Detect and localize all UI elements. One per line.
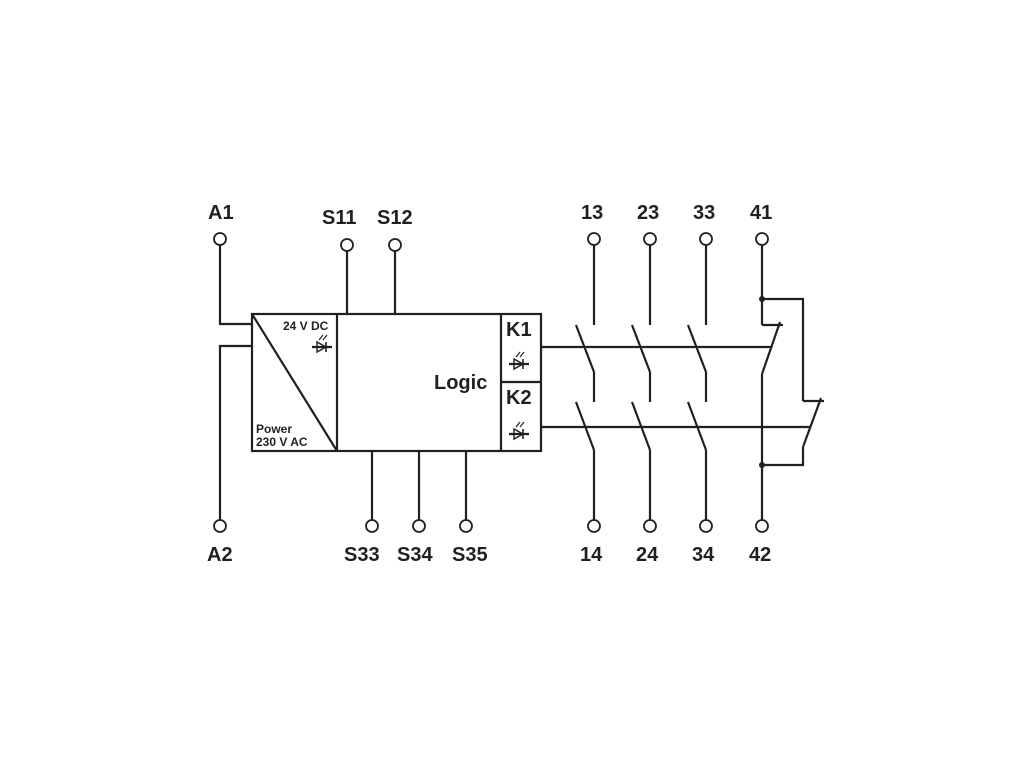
dc-voltage-label: 24 V DC <box>283 319 329 333</box>
ac-voltage-label: 230 V AC <box>256 435 308 449</box>
terminal-label-23: 23 <box>637 202 659 224</box>
terminal-label-41: 41 <box>750 202 772 224</box>
power-label: Power <box>256 422 292 436</box>
relay-label-k1: K1 <box>506 319 532 341</box>
terminal-s11 <box>340 238 354 252</box>
terminal-label-34: 34 <box>692 544 715 566</box>
terminal-label-42: 42 <box>749 544 771 566</box>
terminal-a1 <box>213 232 227 246</box>
terminal-label-14: 14 <box>580 544 603 566</box>
terminal-34 <box>699 519 713 533</box>
terminal-label-13: 13 <box>581 202 603 224</box>
terminal-label-s34: S34 <box>397 544 433 566</box>
terminal-33 <box>699 232 713 246</box>
terminal-s34 <box>412 519 426 533</box>
terminal-label-s12: S12 <box>377 207 413 229</box>
terminal-23 <box>643 232 657 246</box>
logic-label: Logic <box>434 372 487 394</box>
terminal-14 <box>587 519 601 533</box>
led-icon <box>509 421 529 441</box>
terminal-label-s33: S33 <box>344 544 380 566</box>
terminal-24 <box>643 519 657 533</box>
terminal-s35 <box>459 519 473 533</box>
relay-label-k2: K2 <box>506 387 532 409</box>
terminal-label-33: 33 <box>693 202 715 224</box>
wiring <box>218 245 824 520</box>
terminal-label-24: 24 <box>636 544 659 566</box>
terminal-label-s11: S11 <box>322 207 356 229</box>
terminal-label-s35: S35 <box>452 544 488 566</box>
terminal-13 <box>587 232 601 246</box>
terminal-a2 <box>213 519 227 533</box>
terminal-s33 <box>365 519 379 533</box>
terminal-label-a1: A1 <box>208 202 234 224</box>
led-icon <box>312 334 332 354</box>
led-icon <box>509 351 529 371</box>
terminal-label-a2: A2 <box>207 544 233 566</box>
device-housing <box>250 312 543 453</box>
terminal-s12 <box>388 238 402 252</box>
terminal-42 <box>755 519 769 533</box>
junction-dot <box>759 296 765 302</box>
junction-dot <box>759 462 765 468</box>
terminal-41 <box>755 232 769 246</box>
